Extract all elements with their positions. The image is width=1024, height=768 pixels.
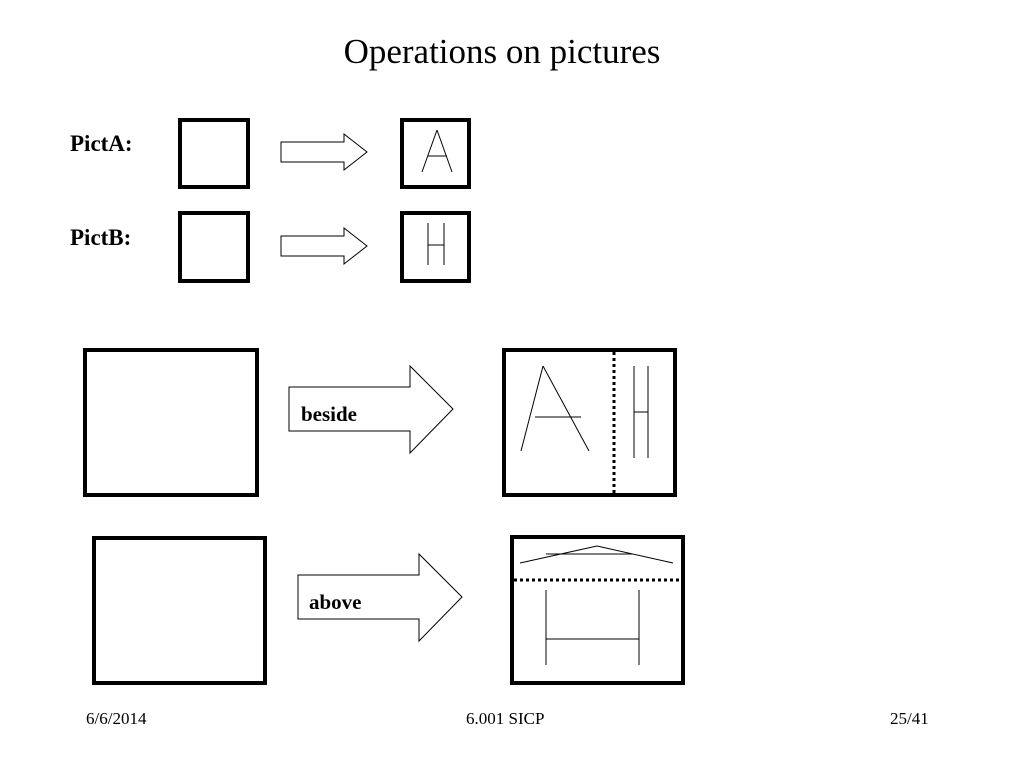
beside-result-drawing xyxy=(520,352,649,493)
footer-page-number: 25/41 xyxy=(890,709,929,728)
footer-date: 6/6/2014 xyxy=(86,709,147,728)
above-arrow-icon xyxy=(297,552,463,643)
pict-a-empty-frame xyxy=(178,118,250,189)
slide-title: Operations on pictures xyxy=(343,32,661,71)
above-result-drawing xyxy=(514,545,681,665)
beside-result-frame xyxy=(502,348,677,497)
beside-label: beside xyxy=(301,402,358,426)
above-result-frame xyxy=(510,535,685,685)
above-label: above xyxy=(309,590,362,614)
pict-b-empty-frame xyxy=(178,211,250,283)
footer-course: 6.001 SICP xyxy=(466,709,545,728)
pict-a-result-frame xyxy=(400,118,471,189)
pict-b-label: PictB: xyxy=(70,225,132,250)
beside-empty-frame xyxy=(83,348,259,497)
pict-b-result-frame xyxy=(400,211,471,283)
pict-b-arrow-icon xyxy=(280,226,368,266)
pict-a-arrow-icon xyxy=(280,132,368,172)
above-empty-frame xyxy=(92,536,267,685)
beside-arrow-icon xyxy=(288,364,454,455)
pict-a-label: PictA: xyxy=(70,131,133,156)
letter-h-drawing-icon xyxy=(427,223,445,265)
letter-a-drawing-icon xyxy=(421,129,453,173)
